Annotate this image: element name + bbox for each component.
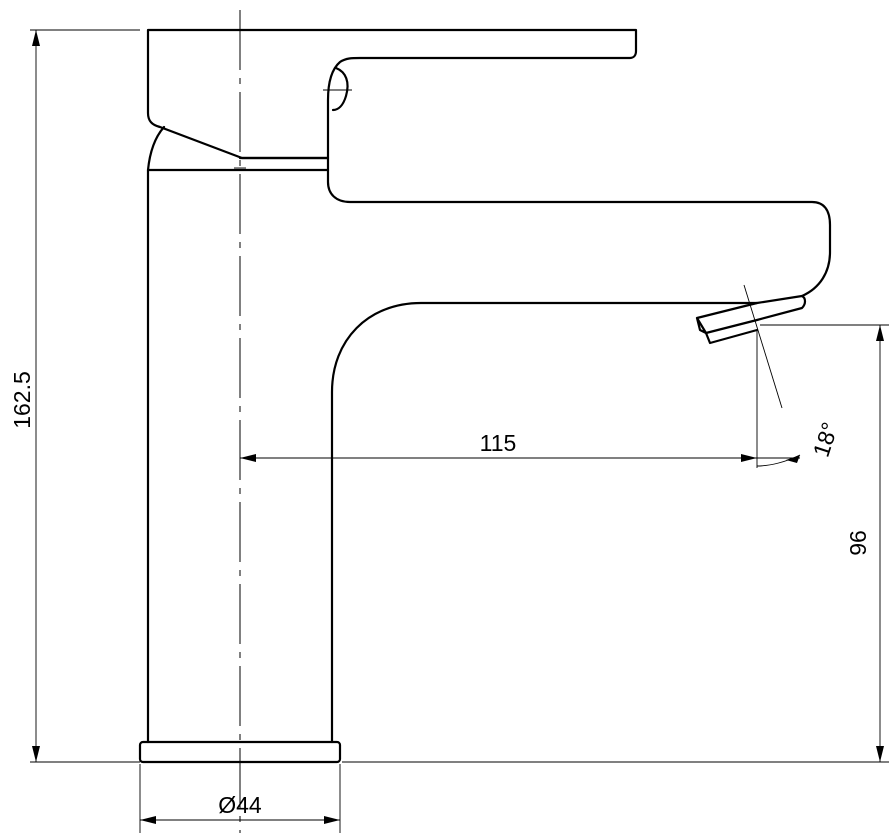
- dimension-total-height: 162.5: [9, 29, 140, 763]
- lever-handle: [146, 28, 638, 160]
- dimension-spout-reach: 115: [240, 330, 800, 468]
- dimension-spout-angle: 18°: [756, 419, 843, 467]
- dimension-label-spout-reach: 115: [480, 430, 517, 456]
- dimension-base-diameter: Ø44: [139, 764, 341, 833]
- dimension-label-spout-angle: 18°: [808, 419, 843, 460]
- dimension-label-total-height: 162.5: [9, 371, 35, 429]
- aerator-axis: [743, 284, 783, 409]
- faucet-outline: [138, 28, 832, 764]
- dimension-spout-height: 96: [342, 324, 889, 763]
- lever-pivot: [331, 66, 349, 112]
- aerator-inner: [704, 328, 759, 345]
- center-lines: [234, 10, 783, 833]
- faucet-body: [146, 125, 166, 744]
- dimension-label-spout-height: 96: [845, 530, 871, 556]
- dimension-label-base-diameter: Ø44: [218, 792, 262, 818]
- aerator: [695, 294, 807, 335]
- faucet-spout: [326, 168, 832, 744]
